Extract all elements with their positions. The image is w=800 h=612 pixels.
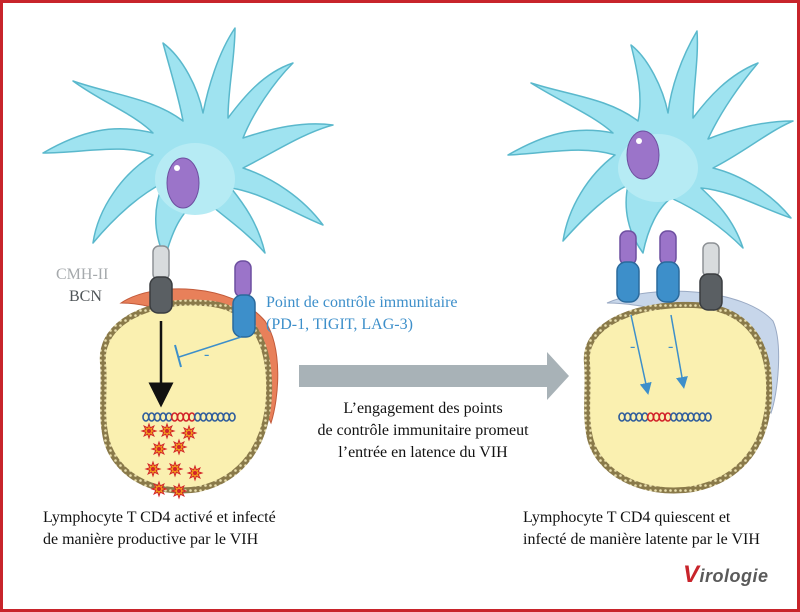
virion-core xyxy=(173,467,177,471)
left-cell-body xyxy=(99,299,273,494)
virion-core xyxy=(157,447,161,451)
virion-core xyxy=(147,429,151,433)
dna-turn xyxy=(228,412,236,422)
left-checkpoint-pair xyxy=(232,260,256,338)
right-caption-line-1: Lymphocyte T CD4 quiescent et xyxy=(523,509,731,526)
right-inhibition-arrow-1 xyxy=(630,314,652,395)
tcr-label: BCN xyxy=(69,288,102,305)
right-dna-helix xyxy=(618,412,712,422)
left-checkpoint-receptor xyxy=(232,294,256,338)
right-checkpoint-pair-1 xyxy=(616,230,640,303)
checkpoint-list-label: (PD-1, TIGIT, LAG-3) xyxy=(266,316,413,333)
virion-core xyxy=(193,471,197,475)
left-inhibition-bar xyxy=(174,344,182,368)
left-caption-line-1: Lymphocyte T CD4 activé et infecté xyxy=(43,509,276,526)
left-mhc-tcr-pair xyxy=(149,245,173,314)
right-dendritic-nucleus xyxy=(626,130,660,180)
middle-caption-line-2: de contrôle immunitaire promeut xyxy=(317,422,529,439)
virion-core xyxy=(165,429,169,433)
transition-arrow xyxy=(299,352,569,400)
dna-turn xyxy=(704,412,712,422)
virion-core xyxy=(177,489,181,493)
right-inhibition-sign-2: - xyxy=(668,338,674,355)
logo-initial: V xyxy=(683,561,700,588)
middle-caption-line-3: l’entrée en latence du VIH xyxy=(338,444,508,461)
left-dendritic-cell xyxy=(42,27,334,259)
diagram-canvas xyxy=(42,27,794,500)
middle-caption-line-1: L’engagement des points xyxy=(343,400,503,417)
right-cell-body xyxy=(583,301,773,494)
virion-core xyxy=(177,445,181,449)
left-mhc-ii xyxy=(152,245,170,281)
virion-core xyxy=(157,487,161,491)
left-checkpoint-ligand xyxy=(234,260,252,298)
left-dendritic-nucleus xyxy=(166,157,200,209)
mhc-ii-label: CMH-II xyxy=(56,266,109,283)
right-checkpoint-pair-2 xyxy=(656,230,680,303)
left-inhibition-line xyxy=(178,336,242,358)
virologie-logo: Virologie xyxy=(683,561,769,589)
checkpoint-title-label: Point de contrôle immunitaire xyxy=(266,294,458,311)
logo-text: irologie xyxy=(699,566,769,586)
right-dendritic-cell xyxy=(507,30,794,254)
right-mhc-tcr-pair xyxy=(699,242,723,311)
left-tcr xyxy=(149,276,173,314)
right-inhibition-sign-1: - xyxy=(630,338,636,355)
virion-burst xyxy=(140,422,204,500)
left-inhibition-sign: - xyxy=(204,346,210,363)
left-caption-line-2: de manière productive par le VIH xyxy=(43,531,259,548)
right-inhibition-arrow-2 xyxy=(670,314,688,389)
right-t-cell xyxy=(583,290,780,494)
right-caption-line-2: infecté de manière latente par le VIH xyxy=(523,531,760,548)
virion-core xyxy=(187,431,191,435)
virion-core xyxy=(151,467,155,471)
left-dna-helix xyxy=(142,412,236,422)
